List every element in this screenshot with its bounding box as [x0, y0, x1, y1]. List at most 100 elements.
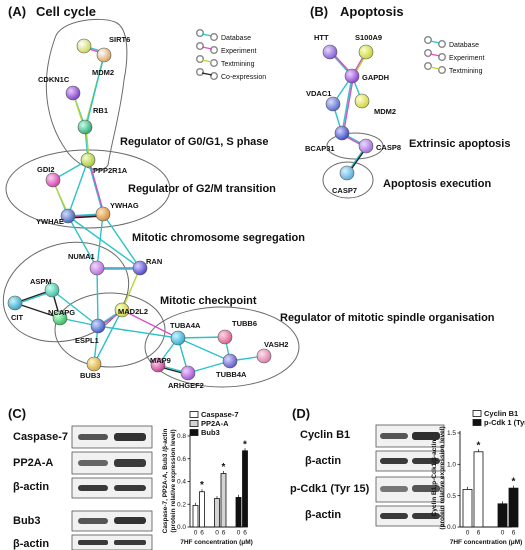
legend-a-textmining: Textmining	[221, 61, 255, 68]
label-gapdh: GAPDH	[362, 73, 389, 82]
node-numa1	[89, 260, 105, 276]
band-d-cyclinb1-6	[412, 432, 440, 440]
chart-d-ytick-label: 0.0	[447, 524, 456, 531]
network-b-nodes	[322, 44, 374, 181]
node-ywhae	[60, 208, 76, 224]
chart-c-significance: *	[243, 439, 247, 450]
chart-c-ytick-label: 0.0	[177, 524, 186, 531]
legend-a-experiment: Experiment	[221, 48, 256, 55]
band-d-pcdk1-6	[412, 485, 440, 492]
chart-d-ytick-label: 1.5	[447, 430, 456, 437]
chart-d-xtick-label: 6	[477, 530, 481, 537]
panel-a-title: Cell cycle	[36, 4, 96, 19]
panel-d-letter: (D)	[292, 406, 310, 421]
label-gdi2: GDI2	[37, 165, 55, 174]
label-bcap31: BCAP31	[305, 144, 335, 153]
chart-d-ylabel: Cyclin B1,p-Cdk1/β-actin(protein relativ…	[431, 426, 446, 529]
node-aspm	[44, 282, 60, 298]
node-mad2l2	[114, 302, 130, 318]
panel-b-title: Apoptosis	[340, 4, 404, 19]
enclosure-mitotic-checkpoint	[54, 292, 166, 368]
label-htt: HTT	[314, 33, 329, 42]
wb-d-actin1-label: β-actin	[305, 455, 341, 467]
chart-d-bar	[497, 503, 508, 528]
chart-c-legend-label: PP2A-A	[201, 419, 229, 428]
chart-c-ytick-label: 0.6	[177, 456, 186, 463]
network-b-enclosures	[322, 132, 384, 199]
label-casp8: CASP8	[376, 143, 401, 152]
chart-d-legend-label: Cyclin B1	[484, 409, 518, 418]
node-sirt6	[76, 38, 92, 54]
legend-a-database: Database	[221, 35, 251, 42]
label-numa1: NUMA1	[68, 252, 95, 261]
node-tubb6	[217, 329, 233, 345]
blot-d-actin1	[375, 450, 445, 472]
blot-c-actin1	[71, 477, 153, 499]
blot-d-actin2	[375, 505, 445, 527]
band-d-actin2-6	[412, 513, 440, 519]
band-d-actin2-0	[380, 513, 408, 519]
enclosure-g0g1	[45, 18, 128, 170]
chart-c-bar	[214, 498, 220, 528]
chart-c-ytick-label: 0.2	[177, 501, 186, 508]
chart-d-significance: *	[512, 477, 516, 488]
node-bcap31	[334, 125, 350, 141]
chart-c-ylabel-line2: (protein relative expression level)	[170, 429, 177, 532]
legend-a-database-swatch	[195, 29, 218, 42]
node-mdm2-b	[354, 93, 370, 109]
band-c-caspase7-0	[78, 434, 108, 440]
chart-c-legend-swatch	[189, 429, 199, 436]
label-rb1: RB1	[93, 106, 108, 115]
label-tubb4a: TUBB4A	[216, 370, 247, 379]
blot-c-bub3	[71, 510, 153, 532]
band-c-actin2-6	[114, 540, 146, 545]
label-casp7: CASP7	[332, 186, 357, 195]
chart-d-significance: *	[477, 440, 481, 451]
wb-c-actin1-label: β-actin	[13, 481, 49, 493]
chart-c-xtick-label: 6	[222, 530, 226, 537]
node-casp8	[358, 138, 374, 154]
chart-c-legend-swatch	[189, 411, 199, 418]
chart-c-xtick-label: 0	[215, 530, 219, 537]
blot-c-caspase7	[71, 425, 153, 449]
wb-d-actin2-label: β-actin	[305, 509, 341, 521]
label-cdkn1c: CDKN1C	[38, 75, 70, 84]
region-spindle: Regulator of mitotic spindle organisatio…	[280, 312, 495, 324]
legend-a	[195, 29, 218, 80]
band-d-actin1-6	[412, 458, 440, 464]
chart-c-legend-swatch	[189, 420, 199, 427]
legend-a-experiment-swatch	[195, 42, 218, 55]
chart-d-xtick-label: 6	[512, 530, 516, 537]
label-mad2l2: MAD2L2	[118, 307, 148, 316]
label-map9: MAP9	[150, 356, 171, 365]
region-chromosome-segregation: Mitotic chromosome segregation	[132, 232, 305, 244]
chart-c-significance: *	[200, 480, 204, 491]
blot-d-cyclinb1	[375, 424, 445, 448]
chart-d-xlabel: 7HF concentration (μM)	[450, 539, 523, 546]
chart-c-legend-label: Caspase-7	[201, 410, 239, 419]
legend-b-database: Database	[449, 42, 479, 49]
chart-d-legend-swatch	[472, 419, 482, 426]
label-sirt6: SIRT6	[109, 35, 130, 44]
node-bub3	[86, 356, 102, 372]
label-ywhag: YWHAG	[110, 201, 139, 210]
chart-c-bar	[199, 491, 205, 528]
wb-c-bub3-label: Bub3	[13, 515, 41, 527]
network-a-nodes	[7, 38, 272, 381]
label-vdac1: VDAC1	[306, 89, 331, 98]
enclosure-extrinsic-apoptosis	[326, 132, 384, 160]
node-mdm2-a	[96, 47, 112, 63]
node-gdi2	[45, 172, 61, 188]
panel-b-letter: (B)	[310, 4, 328, 19]
label-ncapg: NCAPG	[48, 308, 75, 317]
node-cdkn1c	[65, 85, 81, 101]
node-rb1	[77, 119, 93, 135]
panel-a-letter: (A)	[8, 4, 26, 19]
chart-d-ylabel-line2: (protein relative expression level)	[439, 426, 446, 529]
label-ppp2r1a: PPP2R1A	[93, 166, 128, 175]
chart-d-bar	[473, 451, 484, 528]
label-mdm2-a: MDM2	[92, 68, 114, 77]
western-blot-c	[71, 425, 153, 550]
panel-c-letter: (C)	[8, 406, 26, 421]
